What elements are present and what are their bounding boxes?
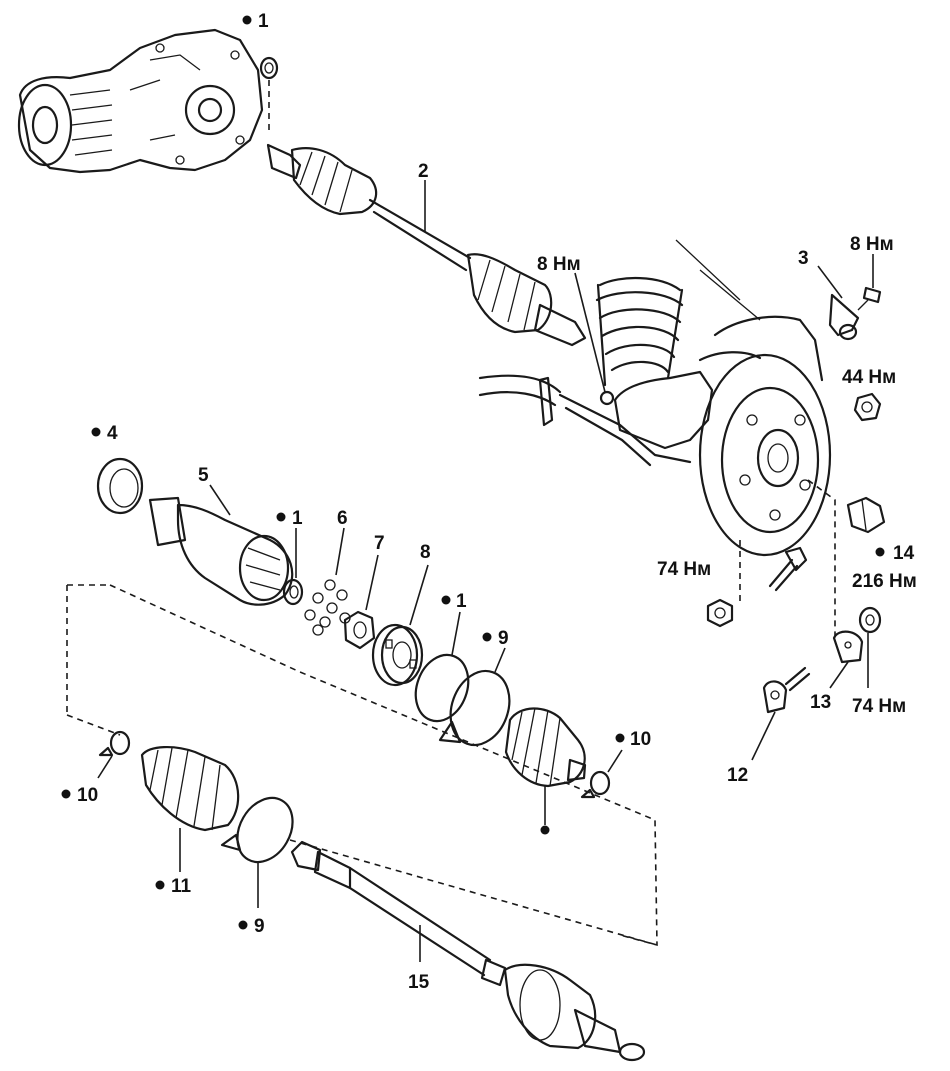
bearing-balls-6 [304,579,351,636]
marker-dot [61,789,71,799]
cage-8 [371,623,424,687]
washer-74nm-right [858,606,882,634]
callout-6: 6 [337,508,348,529]
torque-216nm: 216 Нм [852,571,917,592]
callout-14: 14 [893,543,915,564]
hub-nut-14 [846,496,886,534]
snap-ring-large [414,653,470,723]
nut-44nm [853,392,882,422]
transaxle-housing [17,28,264,174]
callout-10-left: 10 [77,785,98,806]
small-clamp-10-left [98,730,131,757]
leader-5 [209,484,231,516]
drive-shaft-upper [266,143,587,347]
callout-9-upper: 9 [498,628,509,649]
callout-15: 15 [408,972,430,993]
torque-8nm-left: 8 Нм [537,254,581,275]
callout-11: 11 [171,876,192,897]
torque-8nm-right: 8 Нм [850,234,894,255]
marker-dot [238,920,248,930]
suspension-strut [595,239,761,387]
callout-4: 4 [107,423,118,444]
callout-8: 8 [420,542,431,563]
snap-ring-top [259,56,279,80]
callout-5: 5 [198,465,209,486]
callout-9-lower: 9 [254,916,265,937]
bolt-upper [768,546,808,592]
marker-dot [155,880,165,890]
inner-race-7 [343,610,376,650]
boot-clamp-9-lower [220,796,294,864]
callout-1-mid: 1 [292,508,303,529]
leader-dash-hub [807,479,836,640]
nut-74nm-left [706,598,734,628]
boot-clamp-9-upper [438,669,511,747]
leader-1-ring [451,611,461,656]
torque-74nm-left: 74 Нм [657,559,711,580]
snap-ring-mid [282,578,304,606]
dust-ring-4 [96,457,144,515]
outer-race-5 [148,496,294,606]
frame-dash-left-lower [66,714,121,736]
marker-dot [482,632,492,642]
outer-boot-11 [140,746,240,832]
leader-10-right [607,749,623,773]
leader-6 [335,527,345,576]
leader-8nm-left [574,272,606,393]
callout-1-top: 1 [258,11,269,32]
leader-7 [365,554,379,611]
leader-13 [829,661,849,689]
marker-dot [875,547,885,557]
frame-dash-bottom [289,839,658,946]
marker-dot [540,825,550,835]
callout-7: 7 [374,533,385,554]
callout-2: 2 [418,161,429,182]
inner-boot [504,707,587,788]
marker-dot [276,512,286,522]
cam-bolt-12 [762,666,811,714]
drive-shaft-15 [290,840,646,1062]
frame-dash-left [66,584,110,715]
torque-44nm: 44 Нм [842,367,896,388]
callout-1-ring: 1 [456,591,467,612]
torque-74nm-right: 74 Нм [852,696,906,717]
leader-8 [409,564,429,626]
callout-10-right: 10 [630,729,651,750]
marker-dot [441,595,451,605]
callout-12: 12 [727,765,748,786]
marker-dot [91,427,101,437]
marker-dot [615,733,625,743]
callout-3: 3 [798,248,809,269]
leader-9-upper [494,647,506,673]
leader-3 [817,265,843,299]
cam-plate-13 [832,630,864,664]
brake-disc-hub [698,315,832,557]
steering-knuckle [478,370,714,467]
marker-dot [242,15,252,25]
small-clamp-10-right [580,770,611,799]
leader-10-left [97,755,113,779]
abs-sensor [828,286,882,341]
callout-13: 13 [810,692,831,713]
leader-12 [751,711,776,761]
